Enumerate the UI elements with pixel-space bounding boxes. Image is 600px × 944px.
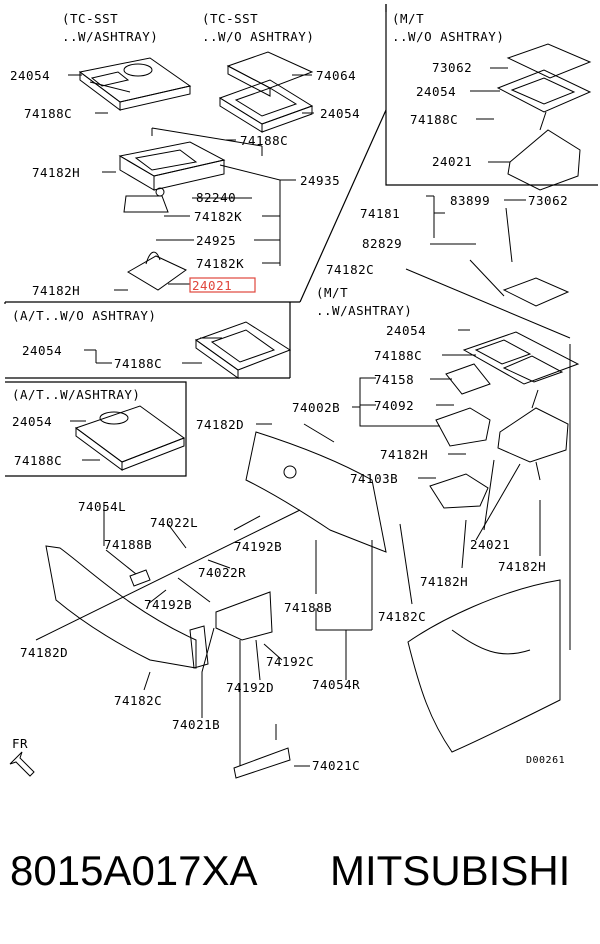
label-74103b: 74103B xyxy=(350,471,398,486)
label-74182h-b: 74182H xyxy=(32,283,80,298)
variant-mt-no-ashtray-line2: ..W/O ASHTRAY) xyxy=(392,29,504,44)
mt-ashtray-parts-drawing xyxy=(462,277,580,463)
label-24935: 24935 xyxy=(300,173,340,188)
leader-lines xyxy=(35,67,571,767)
variant-tc-sst-no-ashtray-line2: ..W/O ASHTRAY) xyxy=(202,29,314,44)
label-74182k-a: 74182K xyxy=(194,209,242,224)
label-74002b: 74002B xyxy=(292,400,340,415)
front-marker-text: FR xyxy=(12,736,28,751)
console-side-right-drawing xyxy=(245,431,387,553)
label-74188c-a: 74188C xyxy=(24,106,72,121)
variant-at-ashtray: (A/T..W/ASHTRAY) xyxy=(12,387,140,402)
label-83899: 83899 xyxy=(450,193,490,208)
label-74182k-b: 74182K xyxy=(196,256,244,271)
label-74188c-e: 74188C xyxy=(114,356,162,371)
variant-tc-sst-ashtray-line1: (TC-SST xyxy=(62,11,118,26)
label-74182h-a: 74182H xyxy=(32,165,80,180)
label-74182c-a: 74182C xyxy=(326,262,374,277)
mt-no-ashtray-parts-drawing xyxy=(496,43,592,191)
variant-mt-ashtray-line1: (M/T xyxy=(316,285,348,300)
variant-mt-no-ashtray-line1: (M/T xyxy=(392,11,424,26)
label-74188c-f: 74188C xyxy=(14,453,62,468)
label-74192d: 74192D xyxy=(226,680,274,695)
variant-at-no-ashtray: (A/T..W/O ASHTRAY) xyxy=(12,308,156,323)
label-74054r: 74054R xyxy=(312,677,360,692)
bracket-drawing xyxy=(189,591,291,779)
label-82829: 82829 xyxy=(362,236,402,251)
shift-boot-small-drawing xyxy=(127,251,187,291)
label-74182d-b: 74182D xyxy=(20,645,68,660)
footer-part-number: 8015A017XA xyxy=(10,847,258,894)
label-74064: 74064 xyxy=(316,68,356,83)
diagram-code: D00261 xyxy=(526,755,565,766)
label-74188c-c: 74188C xyxy=(410,112,458,127)
label-24054-f: 24054 xyxy=(12,414,52,429)
label-24054-a: 24054 xyxy=(10,68,50,83)
at-no-ashtray-bezel-drawing xyxy=(194,321,292,379)
front-direction-arrow-icon: FR xyxy=(9,736,35,777)
variant-tc-sst-ashtray-line2: ..W/ASHTRAY) xyxy=(62,29,158,44)
label-74182d-a: 74182D xyxy=(196,417,244,432)
label-73062-b: 73062 xyxy=(528,193,568,208)
bezel-tc-sst-ashtray-drawing xyxy=(78,57,192,111)
svg-text:24021: 24021 xyxy=(192,278,232,293)
label-74182h-d: 74182H xyxy=(420,574,468,589)
label-74021b: 74021B xyxy=(172,717,220,732)
variant-mt-ashtray-line2: ..W/ASHTRAY) xyxy=(316,303,412,318)
label-24054-e: 24054 xyxy=(22,343,62,358)
label-74182c-c: 74182C xyxy=(114,693,162,708)
label-82240: 82240 xyxy=(196,190,236,205)
label-24054-d: 24054 xyxy=(386,323,426,338)
section-dividers xyxy=(4,4,598,477)
label-74188b-b: 74188B xyxy=(284,600,332,615)
label-74188c-d: 74188C xyxy=(374,348,422,363)
label-74022l: 74022L xyxy=(150,515,198,530)
label-74021c: 74021C xyxy=(312,758,360,773)
cup-holder-assembly-drawing xyxy=(118,141,226,213)
label-74092: 74092 xyxy=(374,398,414,413)
label-74182h-c: 74182H xyxy=(380,447,428,462)
label-74192b-b: 74192B xyxy=(144,597,192,612)
label-24925: 24925 xyxy=(196,233,236,248)
label-74192c: 74192C xyxy=(266,654,314,669)
label-74188c-b: 74188C xyxy=(240,133,288,148)
label-24021-highlighted: 24021 xyxy=(189,277,256,293)
label-74158: 74158 xyxy=(374,372,414,387)
floor-console-drawing xyxy=(407,579,561,753)
label-24021-b: 24021 xyxy=(470,537,510,552)
label-74182c-b: 74182C xyxy=(378,609,426,624)
footer-brand: MITSUBISHI xyxy=(330,847,570,894)
label-74182h-e: 74182H xyxy=(498,559,546,574)
part-labels: 24054 74064 74188C 24054 74188C 73062 24… xyxy=(10,60,568,773)
label-24021-a: 24021 xyxy=(432,154,472,169)
label-73062-a: 73062 xyxy=(432,60,472,75)
ashtray-parts-drawing xyxy=(429,363,491,509)
label-74054l: 74054L xyxy=(78,499,126,514)
label-74181: 74181 xyxy=(360,206,400,221)
label-24054-c: 24054 xyxy=(416,84,456,99)
label-24054-b: 24054 xyxy=(320,106,360,121)
label-74192b-a: 74192B xyxy=(234,539,282,554)
at-ashtray-bezel-drawing xyxy=(74,405,186,471)
label-74188b-a: 74188B xyxy=(104,537,152,552)
variant-tc-sst-no-ashtray-line1: (TC-SST xyxy=(202,11,258,26)
bezel-tc-sst-no-ashtray-drawing xyxy=(218,51,314,133)
label-74022r: 74022R xyxy=(198,565,246,580)
